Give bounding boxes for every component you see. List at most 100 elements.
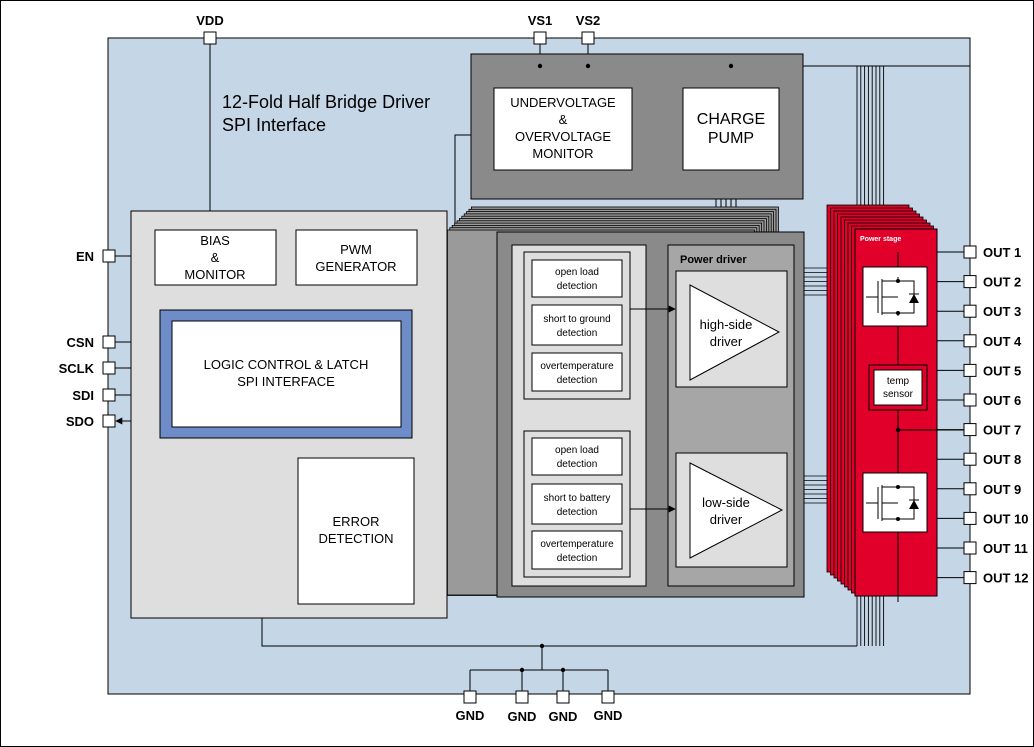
charge-pump-block — [682, 87, 780, 171]
pin-gnd-1-label: GND — [456, 708, 485, 723]
power-stage-label: Power stage — [860, 236, 901, 243]
junction-vs2 — [585, 63, 591, 69]
pin-gnd-1: GND — [456, 690, 485, 723]
output-pin-box — [963, 334, 977, 348]
open-load-detect-low — [531, 437, 623, 476]
pwm-label-1: PWM — [340, 242, 372, 257]
junction-gnd-a — [519, 667, 525, 673]
logic-label-1: LOGIC CONTROL & LATCH — [204, 357, 369, 372]
output-pin-label: OUT 5 — [983, 363, 1021, 378]
temp-sensor-label-1: temp — [887, 376, 910, 387]
high-side-driver-triangle — [689, 284, 781, 381]
output-pin-label: OUT 8 — [983, 452, 1021, 467]
pin-sdi: SDI — [72, 388, 116, 403]
output-pin-box — [963, 452, 977, 466]
output-pin-box — [963, 275, 977, 289]
pin-vs2: VS2 — [576, 13, 601, 45]
bias-label-2: & — [211, 250, 220, 265]
vertical-bus-lines — [731, 65, 970, 646]
charge-pump-label-1: CHARGE — [697, 111, 765, 128]
short-ground-detect — [531, 304, 623, 346]
junction-vs1 — [537, 63, 543, 69]
det-high-0b: detection — [557, 281, 598, 292]
temp-sensor-label-2: sensor — [883, 389, 914, 400]
output-pin-box — [963, 363, 977, 377]
uvov-label-1: UNDERVOLTAGE — [510, 95, 616, 110]
det-low-0b: detection — [557, 459, 598, 470]
high-side-mosfet — [862, 266, 928, 327]
overtemp-detect-low — [531, 530, 623, 570]
output-pin-label: OUT 11 — [983, 541, 1028, 556]
pin-gnd-3: GND — [549, 690, 578, 724]
pin-sclk-label: SCLK — [59, 361, 95, 376]
uvov-label-4: MONITOR — [532, 146, 593, 161]
uvov-label-2: & — [559, 112, 568, 127]
charge-pump-label-2: PUMP — [708, 130, 754, 147]
logic-control-block — [171, 320, 402, 428]
output-pin-box — [963, 304, 977, 318]
output-pin-label: OUT 9 — [983, 482, 1021, 497]
pin-gnd-3-label: GND — [549, 709, 578, 724]
junction-gnd-top — [539, 643, 545, 649]
output-pin-label: OUT 12 — [983, 571, 1029, 586]
pin-en-label: EN — [76, 249, 94, 264]
output-pin-label: OUT 6 — [983, 393, 1021, 408]
short-battery-detect — [531, 483, 623, 525]
diagram-title-line2: SPI Interface — [222, 115, 326, 135]
uvov-label-3: OVERVOLTAGE — [515, 129, 611, 144]
output-pin-box — [963, 571, 977, 585]
det-low-2a: overtemperature — [540, 539, 614, 550]
pin-en: EN — [76, 249, 116, 264]
bias-label-1: BIAS — [200, 233, 230, 248]
pin-sdo: SDO — [66, 414, 116, 429]
output-pin-label: OUT 7 — [983, 423, 1021, 438]
bias-label-3: MONITOR — [184, 267, 245, 282]
high-side-label-1: high-side — [700, 317, 753, 332]
pin-sclk: SCLK — [59, 361, 116, 376]
error-detection-block — [297, 457, 415, 605]
pin-sdi-label: SDI — [72, 388, 94, 403]
pin-sdo-label: SDO — [66, 414, 94, 429]
logic-label-2: SPI INTERFACE — [237, 374, 335, 389]
det-low-1b: detection — [557, 507, 598, 518]
error-label-2: DETECTION — [318, 531, 393, 546]
junction-gnd-b — [560, 667, 566, 673]
low-side-driver-triangle — [689, 462, 784, 559]
det-low-1a: short to battery — [544, 493, 611, 504]
pin-gnd-2-label: GND — [508, 709, 537, 724]
pwm-label-2: GENERATOR — [315, 259, 396, 274]
uv-ov-monitor-block — [493, 87, 633, 171]
open-load-detect-high — [531, 259, 623, 298]
diagram-title-line1: 12-Fold Half Bridge Driver — [222, 92, 430, 112]
output-pin-box — [963, 245, 977, 259]
det-low-2b: detection — [557, 553, 598, 564]
output-pin-label: OUT 3 — [983, 304, 1021, 319]
pin-csn-label: CSN — [67, 335, 94, 350]
pin-gnd-2: GND — [508, 690, 537, 724]
pin-vs1-label: VS1 — [528, 13, 553, 28]
pin-vdd: VDD — [196, 13, 224, 45]
high-side-label-2: driver — [710, 334, 743, 349]
output-pin-label: OUT 4 — [983, 334, 1022, 349]
pin-vdd-label: VDD — [196, 13, 223, 28]
pwm-generator-block — [295, 229, 418, 286]
output-pin-box — [963, 482, 977, 496]
det-high-1a: short to ground — [543, 314, 610, 325]
det-high-2a: overtemperature — [540, 361, 614, 372]
pin-gnd-4-label: GND — [594, 708, 623, 723]
output-wires — [937, 251, 964, 579]
det-high-2b: detection — [557, 375, 598, 386]
power-driver-label: Power driver — [680, 254, 747, 266]
output-pin-box — [963, 393, 977, 407]
low-side-mosfet — [862, 472, 928, 533]
det-high-1b: detection — [557, 328, 598, 339]
output-pin-box — [963, 423, 977, 437]
output-pin-label: OUT 10 — [983, 511, 1029, 526]
det-high-0a: open load — [555, 267, 599, 278]
pin-vs2-label: VS2 — [576, 13, 601, 28]
overtemp-detect-high — [531, 352, 623, 392]
low-side-label-1: low-side — [702, 495, 750, 510]
pin-csn: CSN — [67, 335, 116, 350]
